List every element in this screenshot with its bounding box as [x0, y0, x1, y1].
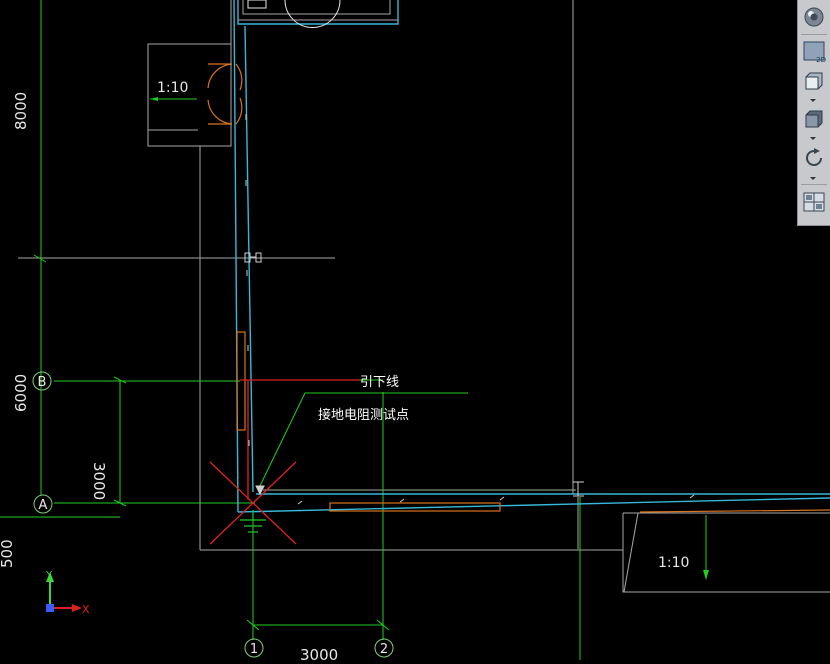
chevron-down-icon[interactable]: [810, 99, 816, 102]
cube-top-icon[interactable]: [801, 68, 827, 94]
navigation-bar: 2D: [797, 0, 830, 226]
top-fixture-box: [247, 0, 267, 9]
top-fixture-arc: [284, 0, 341, 28]
cube-3d-icon[interactable]: [801, 106, 827, 132]
hatch-dashes: [297, 494, 695, 505]
axis-bubble-2: 2: [374, 638, 394, 658]
dim-8000: 8000: [12, 92, 30, 130]
wall-lines-cyan: [233, 0, 830, 513]
dim-3000-horizontal: 3000: [300, 646, 338, 660]
axis-bubble-b: B: [32, 371, 52, 391]
axis-label-1: 1: [250, 642, 258, 657]
ground-test-marker: [209, 379, 360, 545]
view-2d-label: 2D: [816, 56, 826, 64]
view-2d-icon[interactable]: 2D: [801, 38, 827, 64]
slope-label-right: 1:10: [658, 555, 689, 571]
axis-label-b: B: [38, 375, 47, 390]
slope-arrow-left: [150, 97, 158, 101]
column-markers: [244, 252, 584, 497]
axis-label-a: A: [39, 498, 48, 513]
axis-label-2: 2: [380, 642, 388, 657]
toolbar-separator: [801, 34, 827, 35]
slope-label-left: 1:10: [157, 80, 188, 96]
earth-symbol: [240, 510, 266, 533]
axis-bubble-a: A: [33, 494, 53, 514]
chevron-down-icon[interactable]: [810, 177, 816, 180]
viewport-grid-icon[interactable]: [801, 189, 827, 215]
ucs-y-label: Y: [45, 570, 53, 581]
orbit-icon[interactable]: [801, 145, 827, 171]
ucs-x-label: X: [82, 603, 90, 616]
dim-6000: 6000: [12, 374, 30, 412]
axis-bubble-1: 1: [244, 638, 264, 658]
steering-wheel-icon[interactable]: [801, 4, 827, 30]
dim-500: 500: [0, 539, 16, 568]
toolbar-separator: [801, 184, 827, 185]
orange-elements: [207, 63, 830, 513]
label-ground-test-point: 接地电阻测试点: [318, 407, 409, 423]
chevron-down-icon[interactable]: [810, 137, 816, 140]
wall-ticks: [245, 114, 250, 446]
grid-lines: [0, 0, 707, 660]
label-down-conductor: 引下线: [360, 375, 399, 390]
ucs-icon: Y X: [45, 570, 90, 616]
dim-3000-vertical: 3000: [90, 462, 108, 500]
building-outline: [18, 0, 830, 593]
slope-arrow-right: [703, 570, 709, 580]
